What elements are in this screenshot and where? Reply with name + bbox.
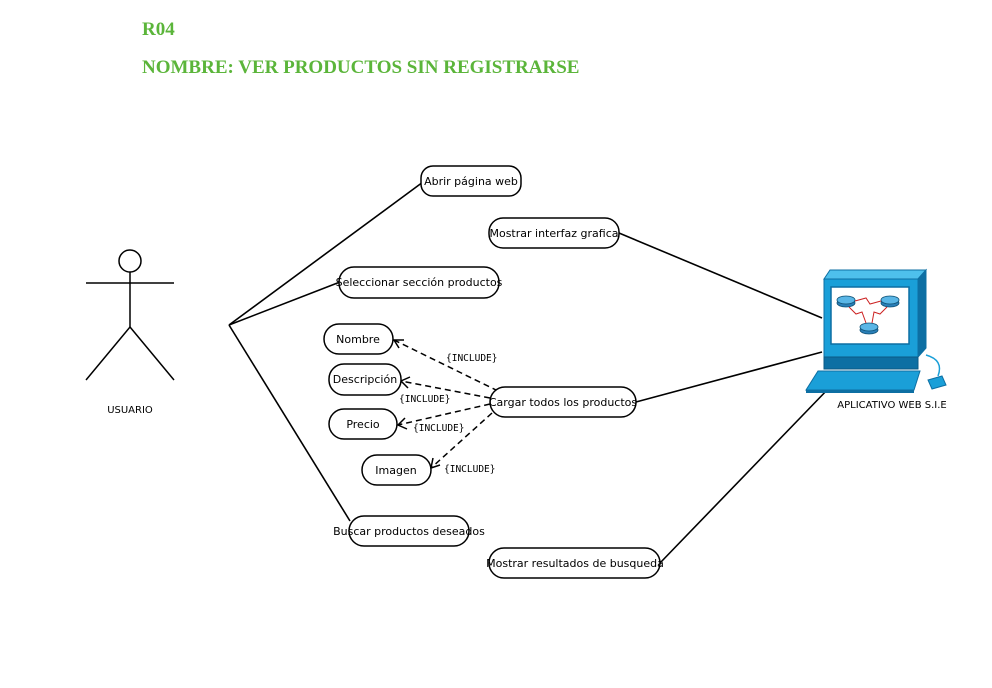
use-case-buscar: Buscar productos deseados (333, 515, 485, 547)
use-case-descripcion-label: Descripción (333, 373, 397, 386)
include-descripcion-line (400, 380, 491, 399)
requirement-name: NOMBRE: VER PRODUCTOS SIN REGISTRARSE (142, 57, 580, 78)
use-case-abrir-label: Abrir página web (424, 175, 518, 188)
include-precio-line (397, 403, 491, 426)
use-case-mostrar-resultados: Mostrar resultados de busqueda (486, 547, 664, 579)
use-case-cargar: Cargar todos los productos (489, 386, 638, 418)
use-case-abrir: Abrir página web (420, 165, 522, 197)
system-associations (618, 232, 831, 564)
assoc-cargar (635, 351, 823, 403)
user-associations (228, 181, 424, 522)
use-case-precio-label: Precio (346, 418, 380, 431)
assoc-seleccionar (228, 281, 341, 326)
actor-right-leg (129, 326, 175, 381)
use-case-mostrar-interfaz: Mostrar interfaz grafica (488, 217, 620, 249)
assoc-mostrar-resultados (659, 386, 831, 564)
use-case-buscar-label: Buscar productos deseados (333, 525, 485, 538)
include-imagen-line (430, 412, 493, 469)
computer-icon: APLICATIVO WEB S.I.E (805, 268, 947, 411)
use-case-descripcion: Descripción (328, 363, 402, 396)
assoc-buscar (228, 324, 351, 522)
use-case-mostrar-interfaz-label: Mostrar interfaz grafica (489, 227, 618, 240)
include-nombre-arrowhead (392, 339, 404, 349)
actor-head (118, 249, 142, 273)
use-case-imagen: Imagen (361, 454, 432, 486)
requirement-code: R04 (142, 19, 175, 40)
use-case-seleccionar-label: Seleccionar sección productos (336, 276, 503, 289)
include-label-nombre: {INCLUDE} (446, 353, 497, 364)
use-case-mostrar-resultados-label: Mostrar resultados de busqueda (486, 557, 664, 570)
include-label-precio: {INCLUDE} (413, 423, 464, 434)
assoc-mostrar-interfaz (618, 232, 823, 319)
include-label-imagen: {INCLUDE} (444, 464, 495, 475)
use-case-imagen-label: Imagen (375, 464, 416, 477)
actor-left-leg (85, 326, 131, 381)
include-label-descripcion: {INCLUDE} (399, 394, 450, 405)
router-icons (836, 295, 900, 335)
use-case-cargar-label: Cargar todos los productos (489, 396, 638, 409)
actor-system-label: APLICATIVO WEB S.I.E (837, 400, 946, 411)
use-case-precio: Precio (328, 408, 398, 440)
assoc-abrir (228, 181, 424, 326)
use-case-nombre: Nombre (323, 323, 394, 355)
use-case-seleccionar: Seleccionar sección productos (336, 266, 503, 299)
use-case-nombre-label: Nombre (336, 333, 380, 346)
include-precio-arrowhead (396, 417, 408, 430)
actor-user-label: USUARIO (107, 405, 153, 416)
user-actor: USUARIO (85, 249, 175, 416)
